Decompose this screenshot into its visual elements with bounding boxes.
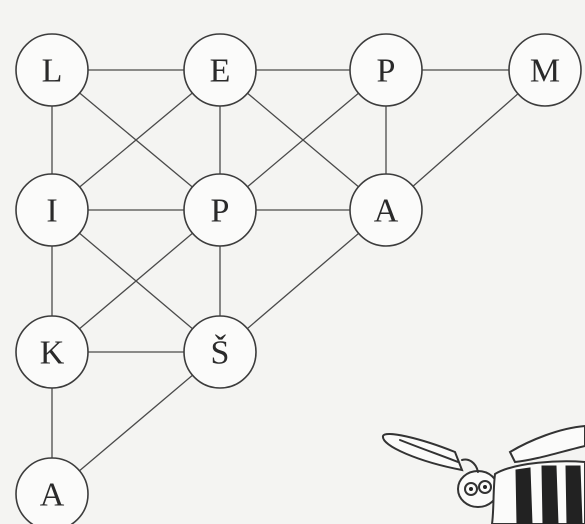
node-n8: K: [16, 316, 88, 388]
node-label: L: [42, 53, 63, 90]
edge-n4-n7: [413, 94, 518, 186]
node-label: P: [377, 53, 396, 90]
node-n4: M: [509, 34, 581, 106]
node-layer: L E P M I P A K Š A: [16, 34, 581, 524]
edge-n9-n10: [79, 375, 192, 471]
node-label: M: [530, 53, 560, 90]
node-label: I: [46, 193, 57, 230]
node-label: A: [374, 193, 399, 230]
node-label: K: [40, 335, 65, 372]
node-n2: E: [184, 34, 256, 106]
node-n6: P: [184, 174, 256, 246]
node-label: P: [211, 193, 230, 230]
node-label: A: [40, 477, 65, 514]
node-n9: Š: [184, 316, 256, 388]
bee-icon: [383, 426, 585, 524]
node-n1: L: [16, 34, 88, 106]
node-n3: P: [350, 34, 422, 106]
edge-n7-n9: [247, 233, 358, 328]
node-n7: A: [350, 174, 422, 246]
node-label: Š: [211, 334, 230, 372]
node-n5: I: [16, 174, 88, 246]
edge-layer: [52, 70, 518, 471]
node-n10: A: [16, 458, 88, 524]
node-label: E: [210, 53, 231, 90]
